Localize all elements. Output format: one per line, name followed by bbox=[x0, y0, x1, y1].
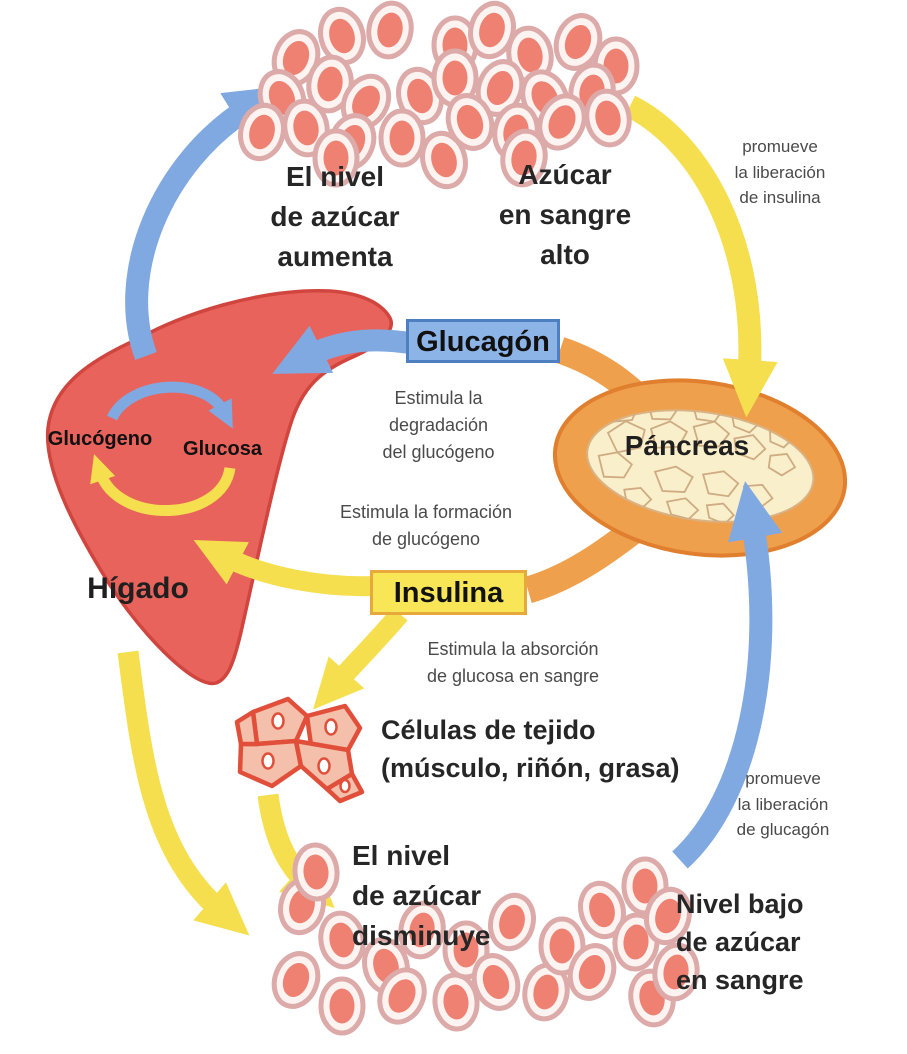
arrow-glycogen-to-glucose bbox=[107, 381, 233, 429]
arrow-low-sugar-to-pancreas bbox=[672, 481, 783, 869]
label-sugar-decreases: El nivel de azúcar disminuye bbox=[352, 840, 491, 951]
label-stimulates-degradation: Estimula la degradación del glucógeno bbox=[382, 388, 495, 462]
arrow-liver-to-low-sugar bbox=[117, 650, 250, 936]
arrow-insulin-to-liver bbox=[193, 540, 377, 597]
label-glucogeno: Glucógeno bbox=[47, 428, 153, 450]
glucagon-box: Glucagón bbox=[406, 319, 560, 363]
label-tissue-cells: Células de tejido (músculo, riñón, grasa… bbox=[381, 715, 680, 783]
pancreas-shape bbox=[552, 378, 848, 558]
label-promotes-insulin: promueve la liberación de insulina bbox=[734, 137, 826, 207]
arrow-liver-to-high-sugar bbox=[125, 86, 284, 361]
label-promotes-glucagon: promueve la liberación de glucagón bbox=[736, 769, 830, 839]
tissue-cell-nuclei bbox=[261, 712, 351, 794]
label-stimulates-formation: Estimula la formación de glucógeno bbox=[339, 502, 513, 549]
arrow-glucagon-to-liver bbox=[272, 325, 412, 374]
arrow-high-sugar-to-pancreas bbox=[624, 95, 778, 418]
label-glucosa: Glucosa bbox=[183, 438, 262, 460]
label-pancreas: Páncreas bbox=[624, 430, 750, 461]
arrow-glucose-to-glycogen bbox=[90, 454, 236, 517]
label-high-blood-sugar: Azúcar en sangre alto bbox=[498, 159, 632, 270]
insulina-box: Insulina bbox=[370, 570, 527, 615]
label-higado: Hígado bbox=[87, 572, 189, 605]
pancreas-texture bbox=[597, 397, 797, 525]
label-stimulates-absorption: Estimula la absorción de glucosa en sang… bbox=[426, 639, 600, 686]
tissue-cells-shape bbox=[234, 696, 365, 804]
label-low-blood-sugar: Nivel bajo de azúcar en sangre bbox=[676, 889, 804, 995]
label-sugar-increases: El nivel de azúcar aumenta bbox=[270, 161, 400, 272]
arrow-insulin-to-cells bbox=[313, 607, 408, 710]
